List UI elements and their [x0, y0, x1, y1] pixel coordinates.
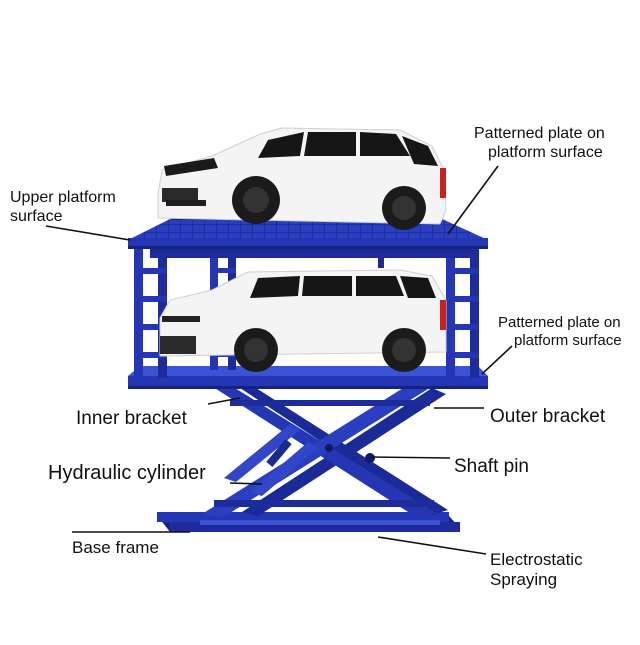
- label-electrostatic-spraying-line1: Electrostatic: [490, 550, 583, 569]
- label-patterned-plate-mid-line1: Patterned plate on: [498, 314, 621, 331]
- leader-patterned-mid: [481, 345, 513, 375]
- shaft-pin: [365, 453, 375, 463]
- upper-car: [157, 127, 447, 230]
- scissor-arms: [202, 385, 448, 518]
- leader-shaft-pin: [371, 456, 451, 459]
- label-patterned-plate-top: Patterned plate on platform surface: [474, 124, 605, 162]
- label-electrostatic-spraying-line2: Spraying: [490, 570, 558, 589]
- hydraulic-cylinder: [224, 424, 318, 496]
- label-patterned-plate-top-line1: Patterned plate on: [474, 125, 605, 142]
- leader-upper-platform: [45, 225, 131, 241]
- label-inner-bracket: Inner bracket: [76, 408, 187, 429]
- label-base-frame: Base frame: [72, 538, 159, 557]
- base-frame: [157, 512, 460, 532]
- label-upper-platform-line1: Upper platform: [10, 189, 116, 206]
- label-patterned-plate-mid: Patterned plate on platform surface: [498, 314, 622, 350]
- middle-platform: [128, 366, 488, 389]
- label-upper-platform: Upper platform surface: [10, 188, 116, 226]
- label-outer-bracket: Outer bracket: [490, 406, 606, 427]
- leader-hydraulic: [229, 482, 263, 485]
- label-shaft-pin: Shaft pin: [454, 456, 529, 477]
- leader-patterned-top: [447, 165, 499, 235]
- label-electrostatic-spraying: Electrostatic Spraying: [490, 550, 583, 590]
- label-patterned-plate-mid-line2: platform surface: [514, 332, 622, 349]
- leader-spraying: [377, 536, 487, 555]
- label-patterned-plate-top-line2: platform surface: [488, 144, 603, 161]
- label-upper-platform-line2: surface: [10, 208, 63, 225]
- label-hydraulic-cylinder: Hydraulic cylinder: [48, 462, 206, 484]
- leader-inner-bracket: [207, 397, 241, 405]
- lower-car: [159, 269, 447, 372]
- leader-lines: [45, 165, 513, 555]
